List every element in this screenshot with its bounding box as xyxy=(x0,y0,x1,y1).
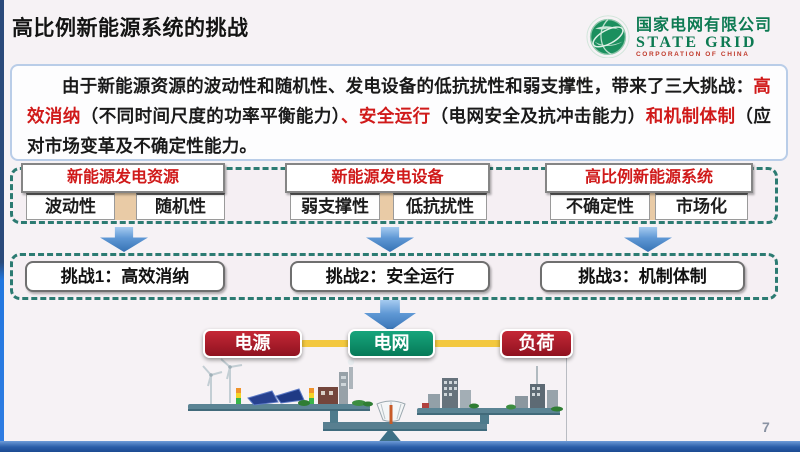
solar-panel-icon xyxy=(247,388,305,406)
group-item-volatility: 波动性 xyxy=(26,193,115,220)
group-header-system: 高比例新能源系统 xyxy=(545,163,753,193)
power-flow-link xyxy=(433,340,503,347)
grid-label-box: 电网 xyxy=(348,329,435,358)
gauge-icon xyxy=(376,400,406,424)
group-header-equipment: 新能源发电设备 xyxy=(285,163,490,193)
window-bottom-bar xyxy=(0,441,800,452)
logo-subtitle-en: CORPORATION OF CHINA xyxy=(636,50,750,58)
challenge-3-box: 挑战3：机制体制 xyxy=(540,261,745,292)
fulcrum-triangle-icon xyxy=(376,428,404,445)
challenge-1-box: 挑战1：高效消纳 xyxy=(25,261,225,292)
group-item-randomness: 随机性 xyxy=(136,193,225,220)
group-header-resources: 新能源发电资源 xyxy=(21,163,225,193)
intro-segment: （不同时间尺度的功率平衡能力） xyxy=(80,106,341,126)
power-flow-link xyxy=(300,340,352,347)
load-label-box: 负荷 xyxy=(500,329,573,358)
city-buildings-icon xyxy=(506,366,563,412)
city-buildings-icon xyxy=(422,378,479,409)
state-grid-logo: 国家电网有限公司 STATE GRID CORPORATION OF CHINA xyxy=(586,14,772,63)
intro-segment: （应对市场变革及不确定性能力。 xyxy=(27,106,772,156)
level-indicator-icon xyxy=(236,388,314,404)
intro-segment: （电网安全及抗冲击能力） xyxy=(430,106,646,126)
group-item-marketization: 市场化 xyxy=(655,193,748,220)
intro-segment: 由于新能源资源的波动性和随机性、发电设备的低抗扰性和弱支撑性，带来了三大挑战： xyxy=(62,76,754,96)
group-item-low-immunity: 低抗扰性 xyxy=(393,193,487,220)
slide-title: 高比例新能源系统的挑战 xyxy=(12,17,249,40)
intro-segment-highlight: 、安全运行 xyxy=(340,106,431,126)
group-item-uncertainty: 不确定性 xyxy=(550,193,650,220)
arrow-down-icon xyxy=(100,227,148,252)
intro-text-box: 由于新能源资源的波动性和随机性、发电设备的低抗扰性和弱支撑性，带来了三大挑战：高… xyxy=(10,64,788,161)
source-label-box: 电源 xyxy=(203,329,302,358)
annotation-vertical-line xyxy=(566,356,567,442)
window-left-edge xyxy=(0,0,4,452)
arrow-down-icon xyxy=(366,227,414,252)
challenge-2-box: 挑战2：安全运行 xyxy=(290,261,490,292)
intro-segment-highlight: 高效消纳 xyxy=(27,76,771,126)
power-plant-icon xyxy=(318,353,356,404)
page-number: 7 xyxy=(762,419,770,435)
power-balance-illustration xyxy=(180,352,620,447)
intro-segment-highlight: 和机制体制 xyxy=(645,106,736,126)
state-grid-globe-icon xyxy=(586,14,630,63)
logo-company-name-cn: 国家电网有限公司 xyxy=(636,17,773,35)
arrow-down-icon xyxy=(624,227,672,252)
wind-turbine-icon xyxy=(202,358,243,404)
intro-paragraph: 由于新能源资源的波动性和随机性、发电设备的低抗扰性和弱支撑性，带来了三大挑战：高… xyxy=(27,71,771,161)
logo-text-block: 国家电网有限公司 STATE GRID CORPORATION OF CHINA xyxy=(636,17,773,58)
group-item-weak-support: 弱支撑性 xyxy=(290,193,380,220)
logo-company-name-en: STATE GRID xyxy=(636,34,757,52)
arrow-down-icon xyxy=(364,300,416,331)
